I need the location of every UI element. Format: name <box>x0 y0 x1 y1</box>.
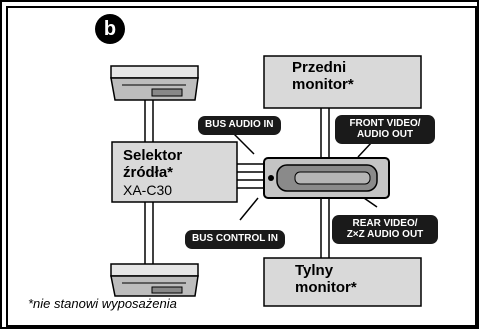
cable-selector-to-unit <box>237 163 264 189</box>
figure-badge: b <box>95 14 125 44</box>
front-monitor-label: Przedni monitor* <box>292 59 354 93</box>
pointer-arrows <box>231 131 378 221</box>
rear-monitor-label: Tylny monitor* <box>295 262 357 296</box>
cd-changer-bottom <box>110 263 199 297</box>
footnote: *nie stanowi wyposażenia <box>28 296 177 311</box>
selector-box <box>111 141 238 203</box>
front-monitor-box <box>263 55 422 109</box>
selector-title: Selektor źródła* <box>123 147 183 181</box>
cable-unit-to-monitors <box>320 108 330 258</box>
inner-border <box>6 6 477 327</box>
front-video-tag: FRONT VIDEO/ AUDIO OUT <box>335 115 435 144</box>
bus-audio-in-tag: BUS AUDIO IN <box>198 116 281 135</box>
main-unit <box>263 157 390 199</box>
rear-monitor-box <box>263 257 422 307</box>
bus-control-in-tag: BUS CONTROL IN <box>185 230 285 249</box>
selector-model: XA-C30 <box>123 182 173 198</box>
cd-changer-top <box>110 65 199 101</box>
cable-cd-changer-vertical <box>144 97 154 264</box>
rear-video-tag: REAR VIDEO/ Z×Z AUDIO OUT <box>332 215 438 244</box>
